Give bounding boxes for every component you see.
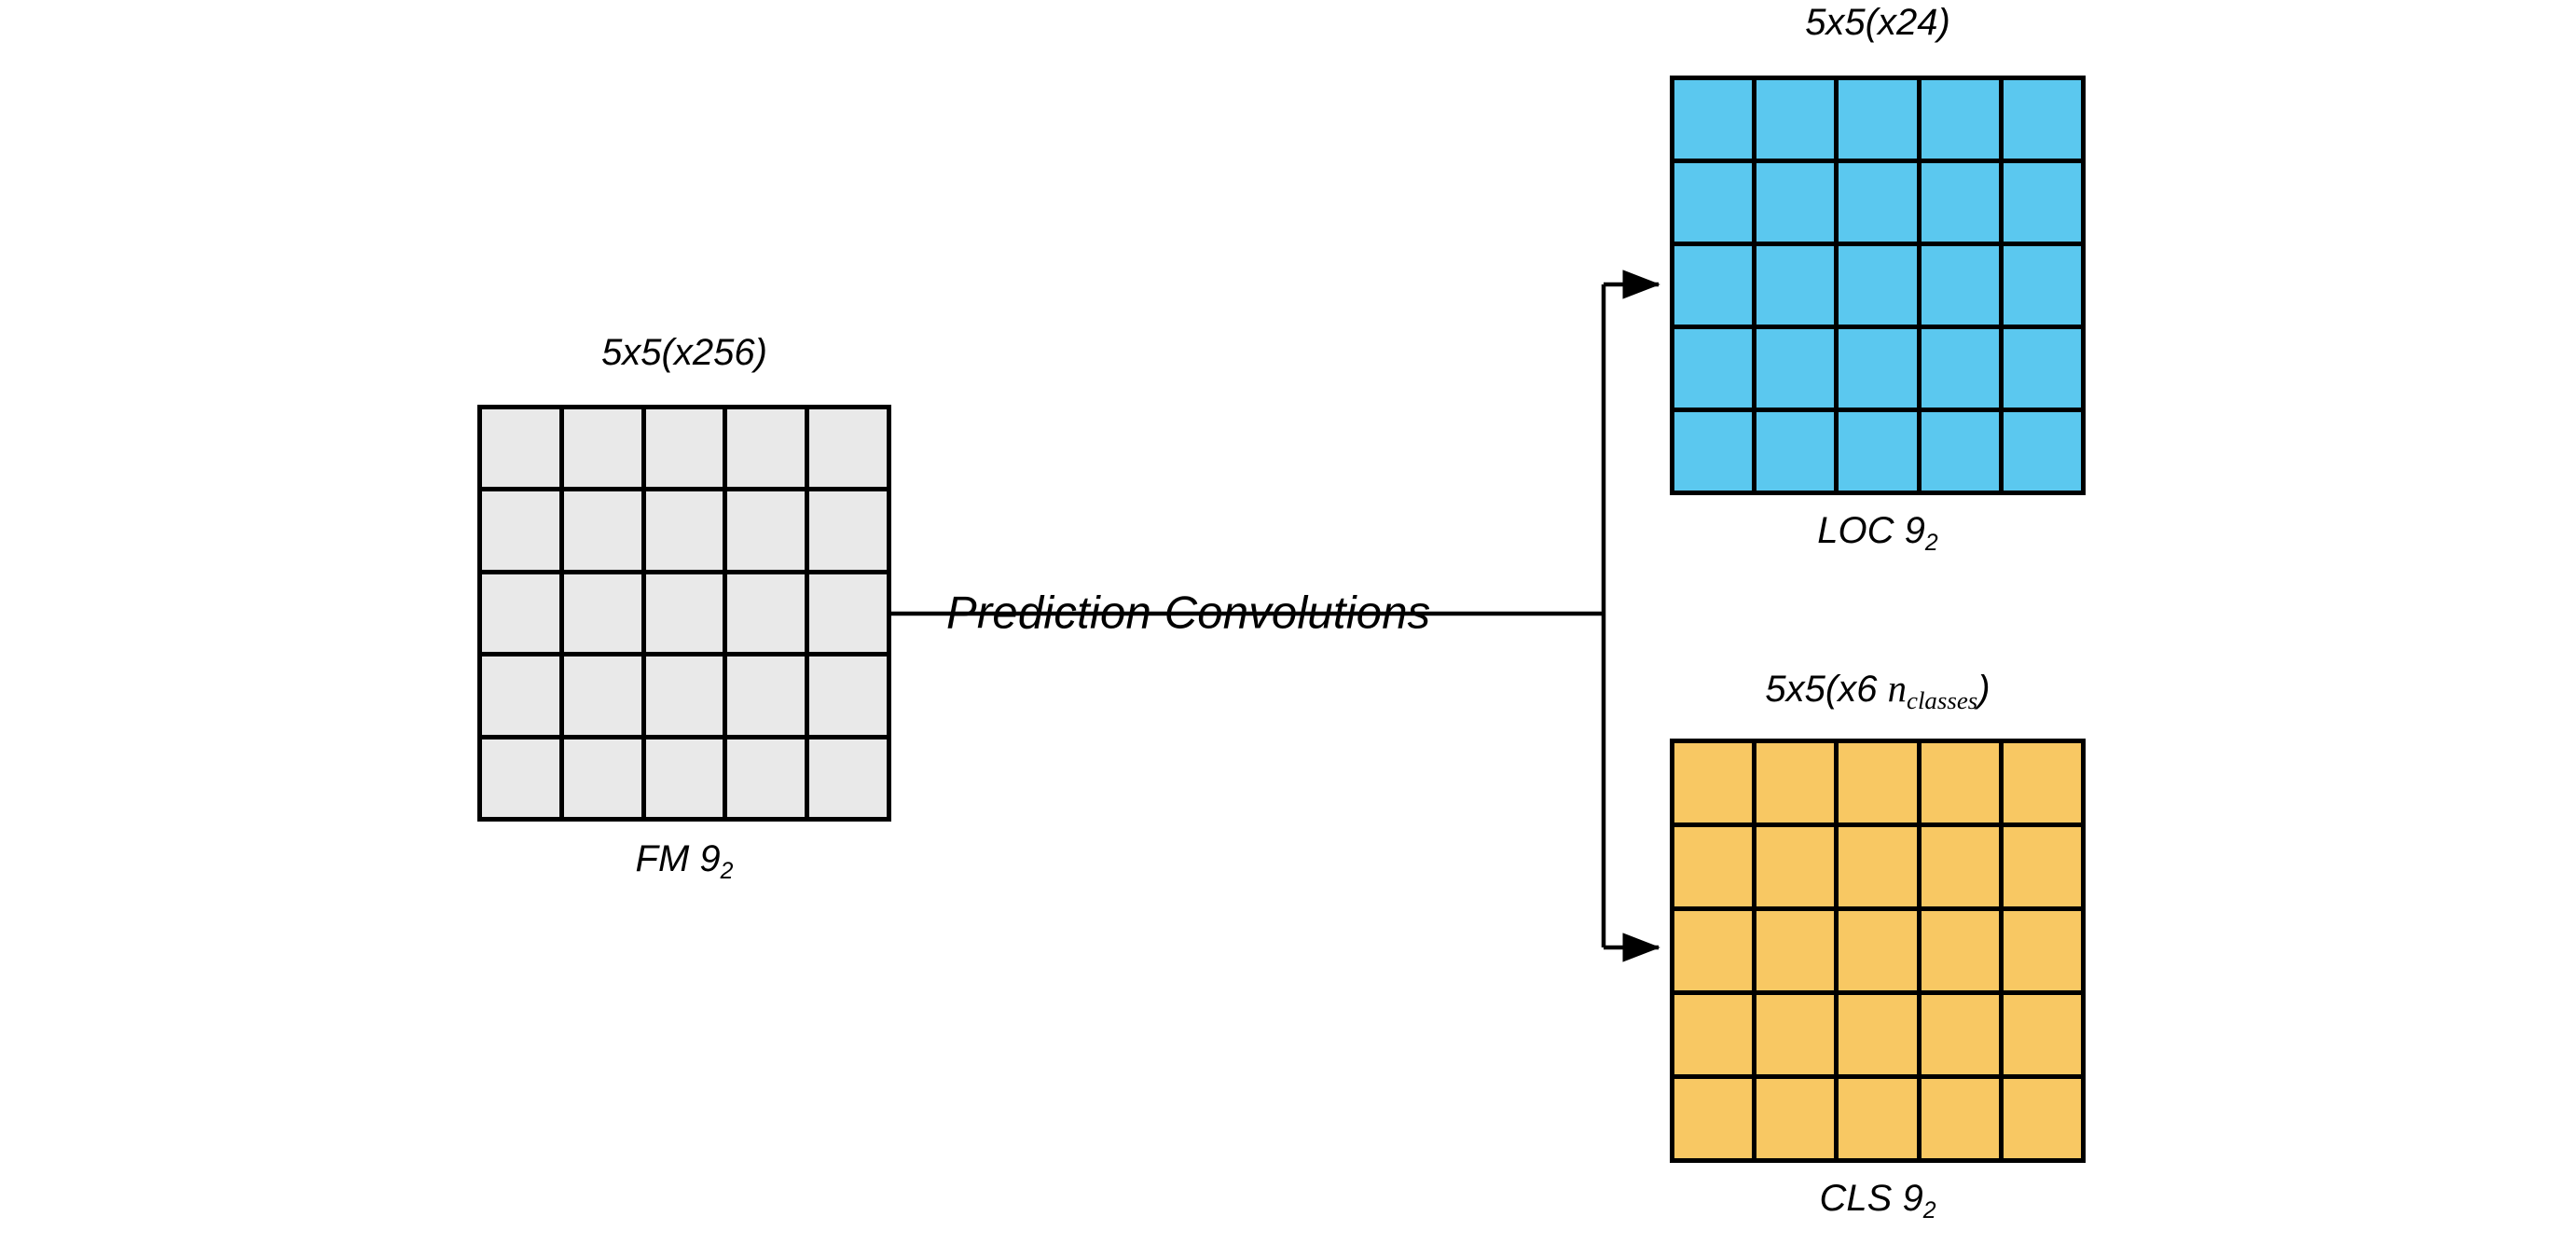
grid-cell xyxy=(1921,911,1999,990)
grid-cell xyxy=(1756,743,1835,822)
feature-map-bottom-label-text: FM 9 xyxy=(635,838,721,879)
grid-cell xyxy=(1756,1079,1835,1158)
classification-bottom-label-subscript: 2 xyxy=(1922,1197,1936,1223)
grid-cell xyxy=(2003,827,2081,906)
grid-cell xyxy=(1674,995,1753,1074)
grid-cell xyxy=(727,491,806,570)
grid-cell xyxy=(2003,329,2081,408)
grid-cell xyxy=(1921,827,1999,906)
grid-cell xyxy=(1839,246,1917,325)
grid-cell xyxy=(645,574,723,653)
grid-cell xyxy=(1921,995,1999,1074)
grid-cell xyxy=(1921,80,1999,159)
grid-cell xyxy=(809,739,887,817)
grid-cell xyxy=(727,409,806,488)
grid-cell xyxy=(1756,995,1835,1074)
classification-top-label-math-base: n xyxy=(1887,668,1908,710)
grid-cell xyxy=(1756,911,1835,990)
classification-top-label-math-subscript: classes xyxy=(1907,686,1978,715)
grid-cell xyxy=(1674,80,1753,159)
grid-cell xyxy=(809,409,887,488)
classification-top-label-suffix: ) xyxy=(1977,669,1991,710)
grid-cell xyxy=(727,657,806,735)
grid-cell xyxy=(1756,827,1835,906)
grid-cell xyxy=(1674,329,1753,408)
localization-bottom-label: LOC 92 xyxy=(1817,512,1937,556)
grid-cell xyxy=(482,739,559,817)
grid-cell xyxy=(1921,246,1999,325)
grid-cell xyxy=(809,657,887,735)
grid-cell xyxy=(645,491,723,570)
grid-cell xyxy=(2003,80,2081,159)
grid-cell xyxy=(1921,163,1999,242)
localization-bottom-label-text: LOC 9 xyxy=(1817,510,1925,551)
grid-cell xyxy=(2003,412,2081,491)
grid-cell xyxy=(1839,412,1917,491)
grid-cell xyxy=(645,409,723,488)
grid-cell xyxy=(1674,246,1753,325)
classification-bottom-label-text: CLS 9 xyxy=(1819,1178,1923,1219)
grid-cell xyxy=(1674,827,1753,906)
feature-map-bottom-label-subscript: 2 xyxy=(720,858,734,884)
grid-cell xyxy=(563,739,641,817)
grid-cell xyxy=(1839,827,1917,906)
localization-grid xyxy=(1670,76,2086,495)
grid-cell xyxy=(1839,80,1917,159)
localization-top-label: 5x5(x24) xyxy=(1805,2,1950,43)
grid-cell xyxy=(482,491,559,570)
grid-cell xyxy=(2003,911,2081,990)
prediction-convolutions-label: Prediction Convolutions xyxy=(946,587,1431,639)
grid-cell xyxy=(1839,911,1917,990)
grid-cell xyxy=(1839,163,1917,242)
grid-cell xyxy=(563,409,641,488)
grid-cell xyxy=(727,574,806,653)
classification-grid xyxy=(1670,739,2086,1163)
grid-cell xyxy=(2003,743,2081,822)
grid-cell xyxy=(1674,163,1753,242)
classification-top-label: 5x5(x6 nclasses) xyxy=(1765,670,1990,713)
grid-cell xyxy=(1756,329,1835,408)
grid-cell xyxy=(1839,995,1917,1074)
grid-cell xyxy=(809,491,887,570)
grid-cell xyxy=(727,739,806,817)
grid-cell xyxy=(1674,911,1753,990)
grid-cell xyxy=(645,739,723,817)
grid-cell xyxy=(482,657,559,735)
grid-cell xyxy=(1674,1079,1753,1158)
grid-cell xyxy=(1674,743,1753,822)
grid-cell xyxy=(1756,163,1835,242)
localization-bottom-label-subscript: 2 xyxy=(1924,530,1938,556)
grid-cell xyxy=(1756,80,1835,159)
grid-cell xyxy=(563,491,641,570)
feature-map-top-label: 5x5(x256) xyxy=(601,332,767,373)
classification-top-label-prefix: 5x5(x6 xyxy=(1765,669,1888,710)
grid-cell xyxy=(1839,1079,1917,1158)
grid-cell xyxy=(1921,329,1999,408)
feature-map-bottom-label: FM 92 xyxy=(636,840,734,884)
feature-map-grid xyxy=(477,405,891,822)
grid-cell xyxy=(1921,743,1999,822)
grid-cell xyxy=(1756,246,1835,325)
grid-cell xyxy=(563,574,641,653)
grid-cell xyxy=(1756,412,1835,491)
grid-cell xyxy=(809,574,887,653)
grid-cell xyxy=(2003,1079,2081,1158)
grid-cell xyxy=(645,657,723,735)
grid-cell xyxy=(563,657,641,735)
grid-cell xyxy=(1921,412,1999,491)
grid-cell xyxy=(2003,163,2081,242)
grid-cell xyxy=(1921,1079,1999,1158)
grid-cell xyxy=(1674,412,1753,491)
grid-cell xyxy=(482,574,559,653)
grid-cell xyxy=(2003,995,2081,1074)
grid-cell xyxy=(1839,743,1917,822)
grid-cell xyxy=(1839,329,1917,408)
grid-cell xyxy=(2003,246,2081,325)
classification-bottom-label: CLS 92 xyxy=(1820,1180,1936,1223)
classification-top-label-math: nclasses xyxy=(1887,668,1978,712)
grid-cell xyxy=(482,409,559,488)
